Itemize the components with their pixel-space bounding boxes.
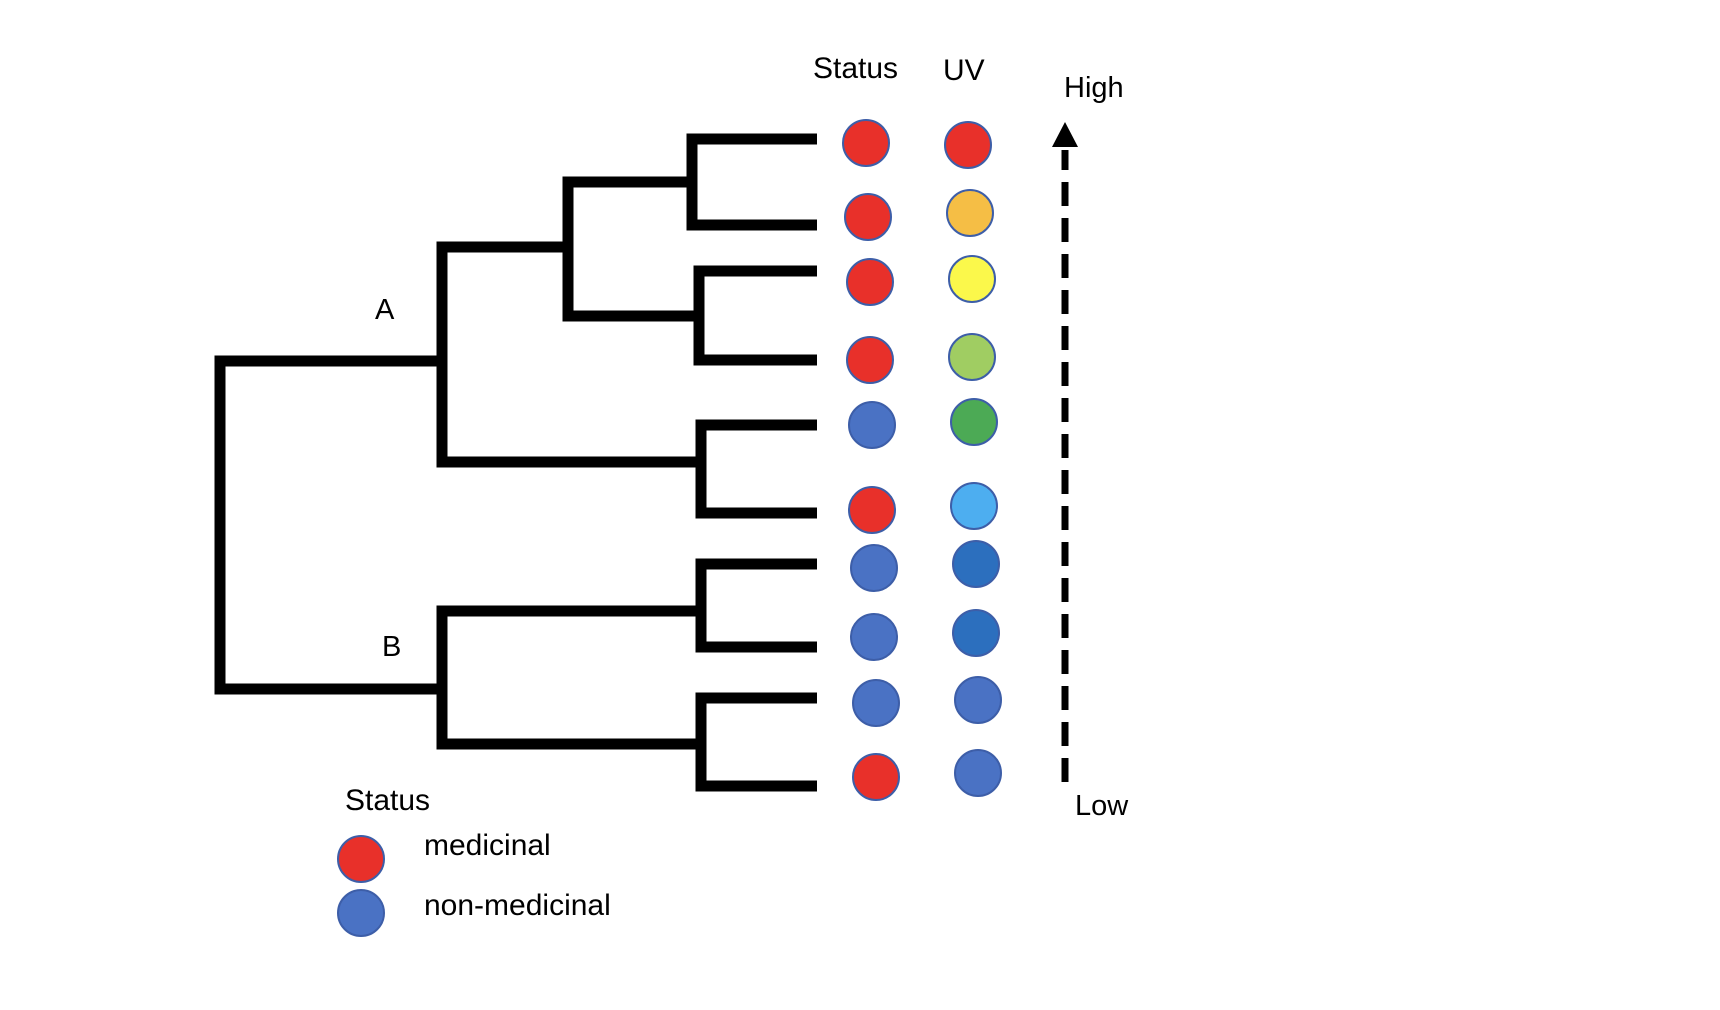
uv-circle-10 — [954, 749, 1002, 797]
arrowhead-up-icon — [1052, 122, 1078, 147]
uv-circle-9 — [954, 676, 1002, 724]
tree-branch-3 — [695, 419, 817, 519]
tree-branch-2 — [693, 265, 817, 366]
legend-swatch-medicinal — [337, 835, 385, 883]
uv-circle-3 — [948, 255, 996, 303]
uv-column-header: UV — [943, 54, 985, 87]
tree-branch-6 — [562, 176, 699, 322]
clade-label-b: B — [382, 631, 402, 663]
status-circle-1 — [842, 119, 890, 167]
legend-swatches — [337, 835, 385, 937]
legend-swatch-non-medicinal — [337, 889, 385, 937]
status-circle-7 — [850, 544, 898, 592]
uv-column — [944, 121, 1002, 797]
status-circle-3 — [846, 258, 894, 306]
clade-label-a: A — [375, 294, 395, 326]
status-column — [842, 119, 900, 801]
tree-branch-1 — [686, 133, 817, 231]
tree-branch-9 — [214, 355, 442, 695]
tree-branch-8 — [436, 605, 701, 750]
tree-branch-5 — [695, 692, 817, 792]
uv-circle-2 — [946, 189, 994, 237]
legend-title: Status — [345, 784, 431, 817]
uv-gradient-arrow — [1052, 122, 1078, 782]
status-circle-4 — [846, 336, 894, 384]
tree-branches — [214, 133, 817, 792]
uv-circle-1 — [944, 121, 992, 169]
legend-label-medicinal: medicinal — [424, 829, 551, 862]
status-circle-10 — [852, 753, 900, 801]
status-circle-6 — [848, 486, 896, 534]
legend-label-non-medicinal: non-medicinal — [424, 889, 611, 922]
tree-branch-4 — [695, 558, 817, 653]
uv-circle-6 — [950, 482, 998, 530]
tree-branch-7 — [436, 241, 701, 468]
uv-circle-8 — [952, 609, 1000, 657]
uv-circle-7 — [952, 540, 1000, 588]
uv-circle-5 — [950, 398, 998, 446]
uv-low-label: Low — [1075, 790, 1129, 822]
status-column-header: Status — [813, 52, 899, 85]
uv-high-label: High — [1064, 72, 1124, 104]
status-circle-8 — [850, 613, 898, 661]
status-circle-9 — [852, 679, 900, 727]
status-circle-2 — [844, 193, 892, 241]
uv-circle-4 — [948, 333, 996, 381]
status-circle-5 — [848, 401, 896, 449]
